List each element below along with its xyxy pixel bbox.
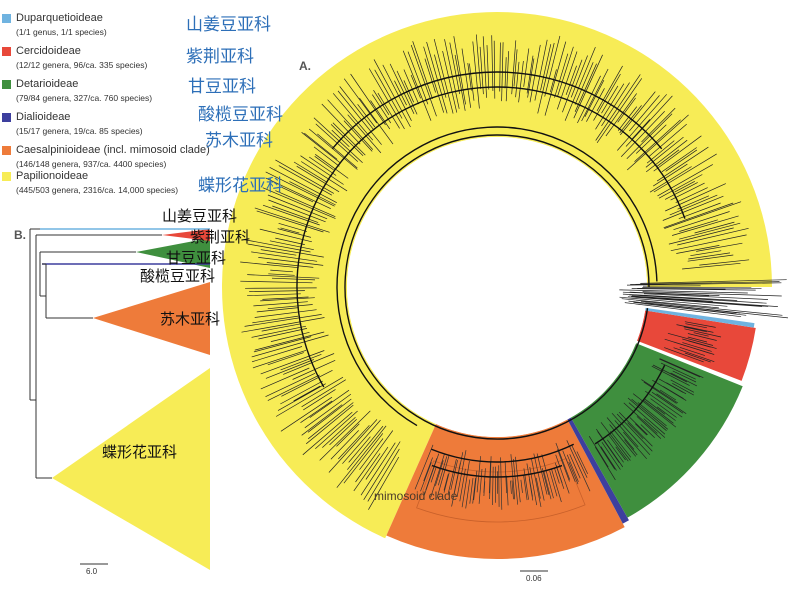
branch-tips	[240, 34, 750, 510]
inner-blank-circle	[347, 137, 647, 437]
tree-b-label-cercidoideae: 紫荆亚科	[190, 228, 251, 246]
scale-b-value: 6.0	[86, 567, 98, 576]
cn-label-cercidoideae: 紫荆亚科	[186, 47, 254, 67]
cn-label-caesalpinioideae: 苏木亚科	[205, 131, 273, 151]
legend-name: Detarioideae	[16, 78, 79, 90]
legend-counts: (79/84 genera, 327/ca. 760 species)	[16, 93, 153, 103]
legend-swatch	[2, 172, 11, 181]
legend-swatch	[2, 113, 11, 122]
wedge-dialioideae	[567, 417, 629, 524]
branch-tips	[588, 358, 704, 481]
cn-label-detarioideae: 甘豆亚科	[188, 77, 256, 97]
tree-branches	[240, 34, 789, 510]
tree-b-backbone	[29, 228, 162, 479]
backbone-arc	[344, 134, 650, 440]
tree-b-label-detarioideae: 甘豆亚科	[166, 249, 227, 267]
backbone-arc	[594, 364, 666, 445]
legend-name: Dialioideae	[16, 111, 71, 123]
backbone-arc	[331, 71, 663, 150]
legend-counts: (15/17 genera, 19/ca. 85 species)	[16, 126, 143, 136]
wedge-duparquetioideae	[645, 307, 755, 328]
legend-name: Cercidoideae	[16, 45, 81, 57]
legend-counts: (445/503 genera, 2316/ca. 14,000 species…	[16, 185, 179, 195]
backbone-arc	[431, 443, 575, 463]
legend-swatch	[2, 47, 11, 56]
cn-label-papilionoideae: 蝶形花亚科	[198, 176, 283, 196]
tree-b-label-duparquetioideae: 山姜豆亚科	[162, 207, 238, 225]
tree-b-label-papilionoideae: 蝶形花亚科	[102, 443, 178, 461]
mimosoid-clade-label: mimosoid clade	[374, 489, 458, 503]
legend-counts: (1/1 genus, 1/1 species)	[16, 27, 107, 37]
tree-b-label-caesalpinioideae: 苏木亚科	[160, 310, 221, 328]
branch-tips	[414, 440, 591, 510]
backbone-arc	[336, 126, 658, 427]
triangle-cercidoideae	[162, 229, 210, 241]
backbone-arc	[431, 464, 563, 478]
tree-b-label-dialioideae: 酸榄豆亚科	[140, 267, 216, 285]
wedge-cercidoideae	[637, 310, 756, 381]
legend-counts: (12/12 genera, 96/ca. 335 species)	[16, 60, 148, 70]
panel-b-label: B.	[14, 228, 26, 242]
legend-name: Papilionoideae	[16, 170, 89, 182]
cn-label-duparquetioideae: 山姜豆亚科	[186, 15, 271, 35]
backbone-arc	[296, 86, 686, 388]
legend-swatch	[2, 80, 11, 89]
triangle-detarioideae	[136, 238, 210, 268]
scale-a-value: 0.06	[526, 574, 542, 583]
legend-swatch	[2, 146, 11, 155]
cn-label-dialioideae: 酸榄豆亚科	[198, 105, 283, 125]
panel-a-label: A.	[299, 59, 311, 73]
legend-counts: (146/148 genera, 937/ca. 4400 species)	[16, 159, 167, 169]
legend-swatch	[2, 14, 11, 23]
legend-name: Caesalpinioideae (incl. mimosoid clade)	[16, 144, 210, 156]
triangle-papilionoideae	[52, 368, 210, 570]
triangle-caesalpinioideae	[93, 282, 210, 355]
scale-bars	[80, 563, 548, 572]
branch-tips	[664, 321, 722, 363]
branch-tips	[619, 279, 789, 319]
legend-name: Duparquetioideae	[16, 12, 103, 24]
summary-tree-b	[29, 228, 210, 570]
